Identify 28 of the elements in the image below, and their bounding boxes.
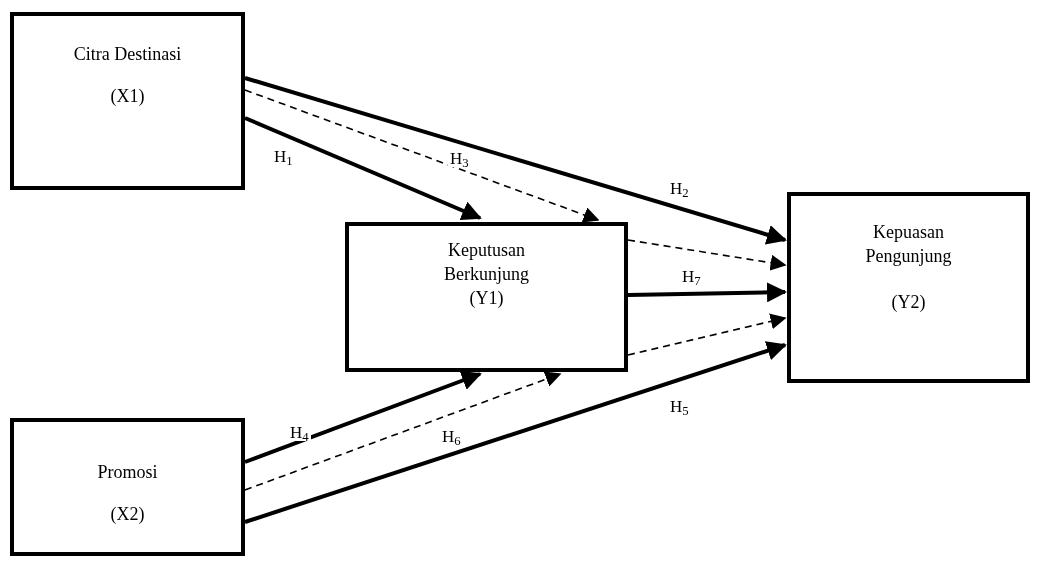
variable-code: (X1) <box>110 85 145 108</box>
edge-label: H$_{1}$ <box>272 148 295 165</box>
arrow <box>244 89 600 223</box>
arrow <box>244 341 787 524</box>
arrow <box>244 371 562 491</box>
variable-name: Citra Destinasi <box>73 43 182 66</box>
arrow <box>244 76 787 245</box>
variable-name: Kepuasan Pengunjung <box>864 221 953 268</box>
arrow <box>627 282 787 303</box>
arrow <box>627 239 787 271</box>
variable-name: Keputusan Berkunjung <box>443 239 530 286</box>
variable-box <box>787 192 1030 383</box>
edge-label: H$_{7}$ <box>680 268 703 285</box>
variable-box <box>10 12 245 190</box>
edge-label: H$_{3}$ <box>448 150 471 167</box>
variable-name: Promosi <box>97 461 158 484</box>
edge-label: H$_{5}$ <box>668 398 691 415</box>
variable-box <box>345 222 628 372</box>
arrow <box>244 370 482 464</box>
arrow <box>627 313 787 356</box>
variable-code: (Y2) <box>891 291 926 314</box>
edge-label: H$_{6}$ <box>440 428 463 445</box>
variable-box <box>10 418 245 556</box>
variable-code: (Y1) <box>469 287 504 310</box>
edge-label: H$_{4}$ <box>288 424 311 441</box>
variable-code: (X2) <box>110 503 145 526</box>
arrow <box>244 116 482 221</box>
edge-label: H$_{2}$ <box>668 180 691 197</box>
